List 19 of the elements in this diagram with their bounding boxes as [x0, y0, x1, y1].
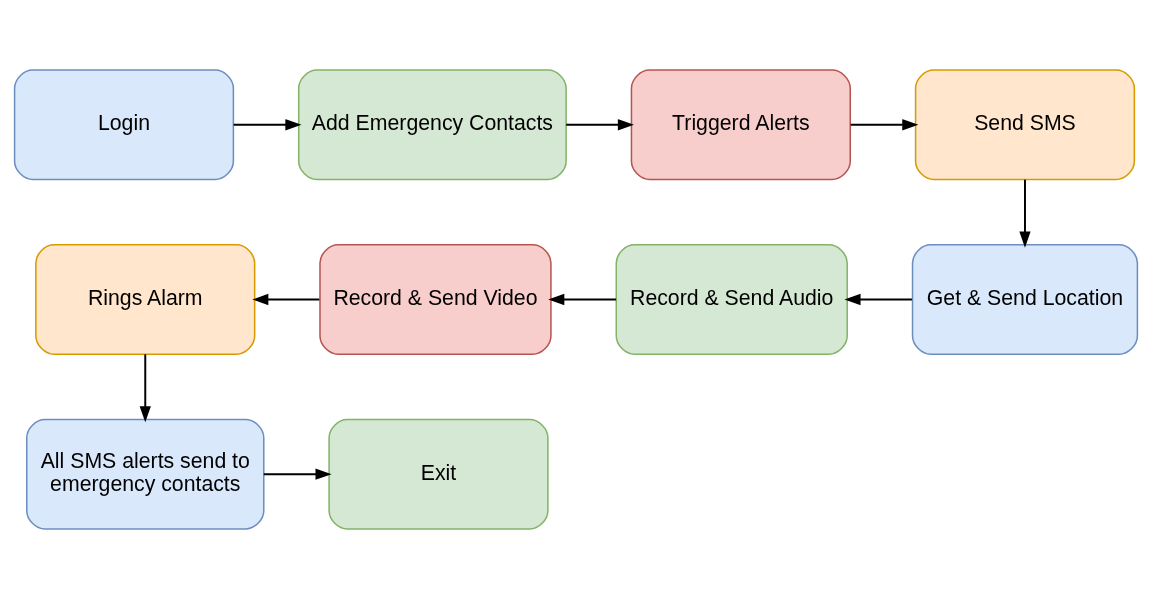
arrow [548, 293, 618, 306]
node-box: Get & Send Location [911, 244, 1139, 355]
arrow [849, 119, 919, 131]
arrow [565, 119, 634, 131]
node-box: Add Emergency Contacts [297, 69, 567, 181]
arrow [139, 353, 151, 423]
node-box: Login [13, 69, 235, 181]
node-box: All SMS alerts send to emergency contacts [26, 418, 265, 530]
node-box: Record & Send Video [319, 244, 552, 355]
node-box: Rings Alarm [35, 244, 256, 355]
arrow [1019, 178, 1031, 248]
arrow [262, 468, 332, 480]
node-box: Exit [328, 418, 549, 530]
node-box: Triggerd Alerts [630, 69, 851, 181]
node-box: Send SMS [914, 69, 1136, 181]
arrow [252, 293, 321, 306]
arrow [232, 119, 302, 131]
node-box: Record & Send Audio [615, 244, 848, 355]
arrow [844, 293, 913, 306]
